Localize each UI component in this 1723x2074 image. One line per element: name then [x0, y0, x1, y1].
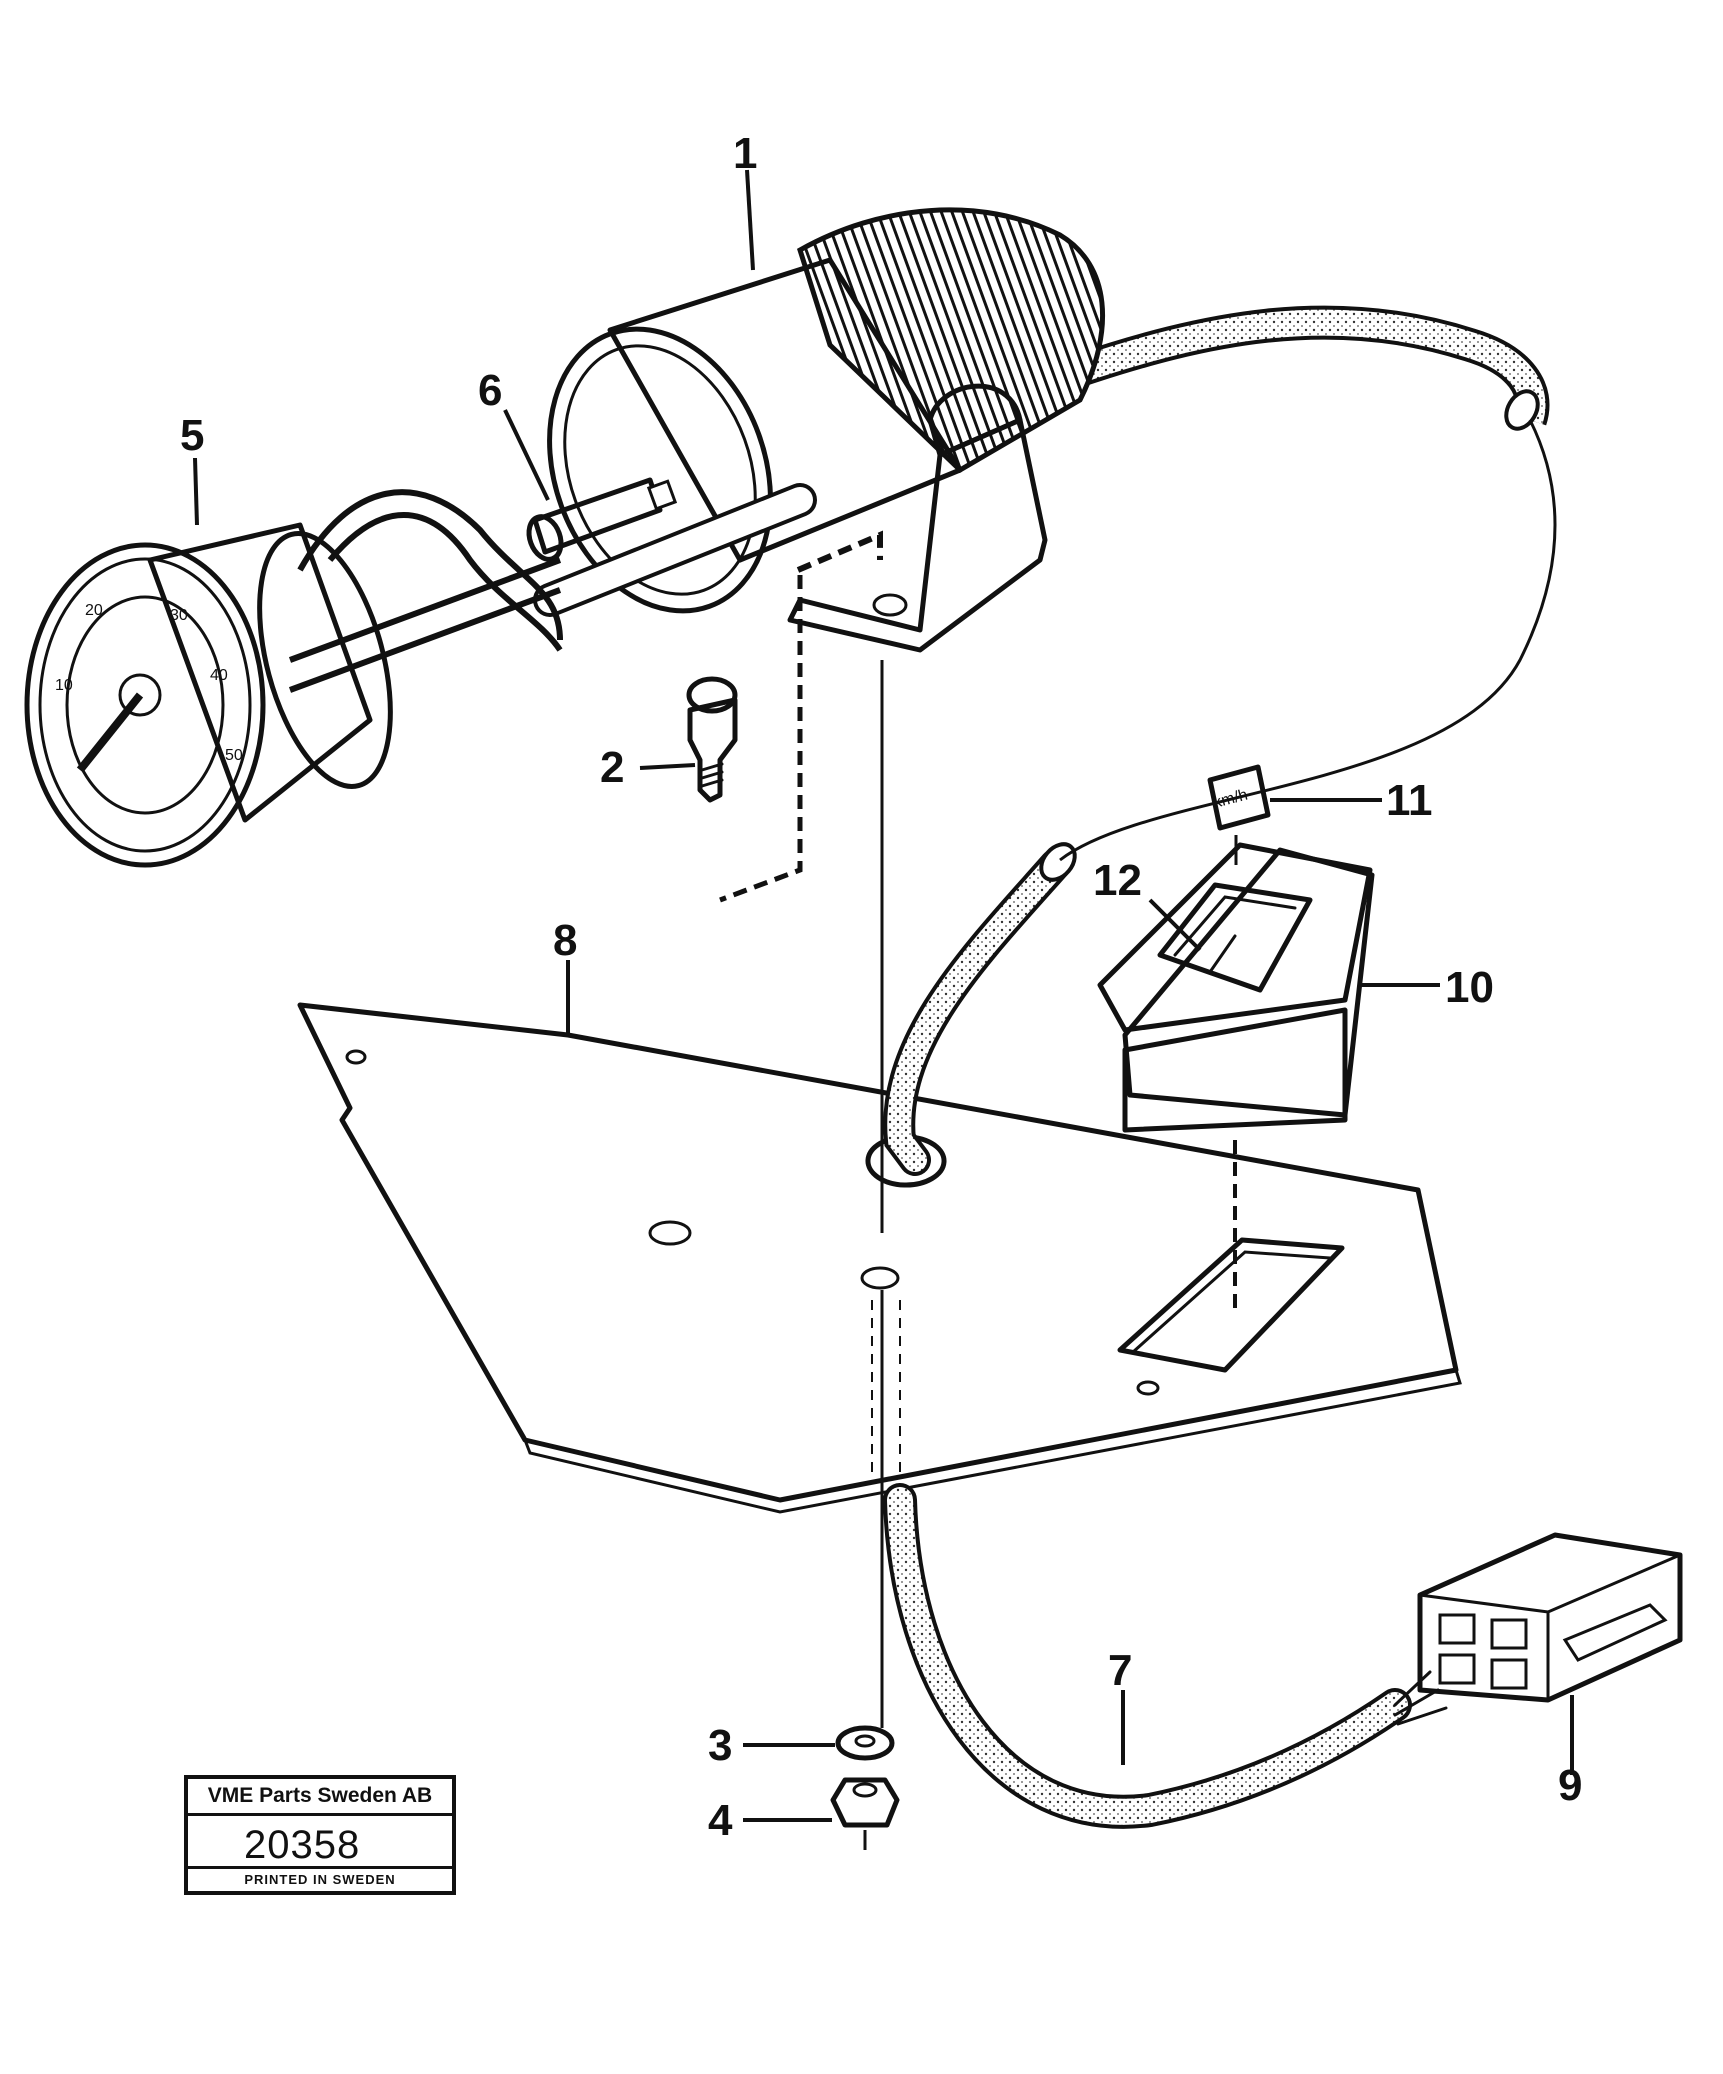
callout-11: 11	[1386, 776, 1433, 825]
gauge-tick-label: 30	[170, 607, 188, 624]
callout-12: 12	[1093, 856, 1142, 905]
connector-plug	[1417, 1532, 1683, 1703]
callout-6: 6	[478, 366, 502, 415]
gauge-tick-label: 40	[210, 667, 228, 684]
publisher-stamp: VME Parts Sweden AB 20358 PRINTED IN SWE…	[184, 1775, 456, 1895]
callout-7: 7	[1108, 1646, 1132, 1695]
stamp-company-name: VME Parts Sweden AB	[188, 1779, 452, 1816]
gauge-tick-label: 20	[85, 602, 103, 619]
callout-3: 3	[708, 1721, 732, 1770]
washer-and-nut	[830, 1725, 900, 1850]
callout-10: 10	[1445, 963, 1494, 1012]
callout-leaders	[193, 169, 1574, 1822]
callout-8: 8	[553, 916, 577, 965]
stamp-printed-in: PRINTED IN SWEDEN	[188, 1866, 452, 1891]
speedometer-gauge: 10 20 30 40 50	[24, 489, 563, 868]
speed-sensor-housing	[547, 207, 1557, 903]
callout-1: 1	[733, 129, 757, 178]
mounting-plate	[297, 1002, 1462, 1514]
screw	[686, 676, 738, 803]
callout-9: 9	[1558, 1761, 1582, 1810]
km-h-switch-label: km/h	[1212, 786, 1250, 811]
stamp-illustration-number: 20358	[244, 1823, 361, 1867]
bulb-and-shaft	[526, 477, 817, 617]
callout-4: 4	[708, 1796, 733, 1845]
callout-5: 5	[180, 411, 204, 460]
gauge-tick-label: 50	[225, 747, 243, 764]
connecting-cable	[883, 842, 1448, 1829]
gauge-tick-label: 10	[55, 677, 73, 694]
callout-2: 2	[600, 743, 624, 792]
assembly-centerline-hidden	[871, 1300, 901, 1480]
rocker-switch: km/h	[1097, 764, 1375, 1310]
